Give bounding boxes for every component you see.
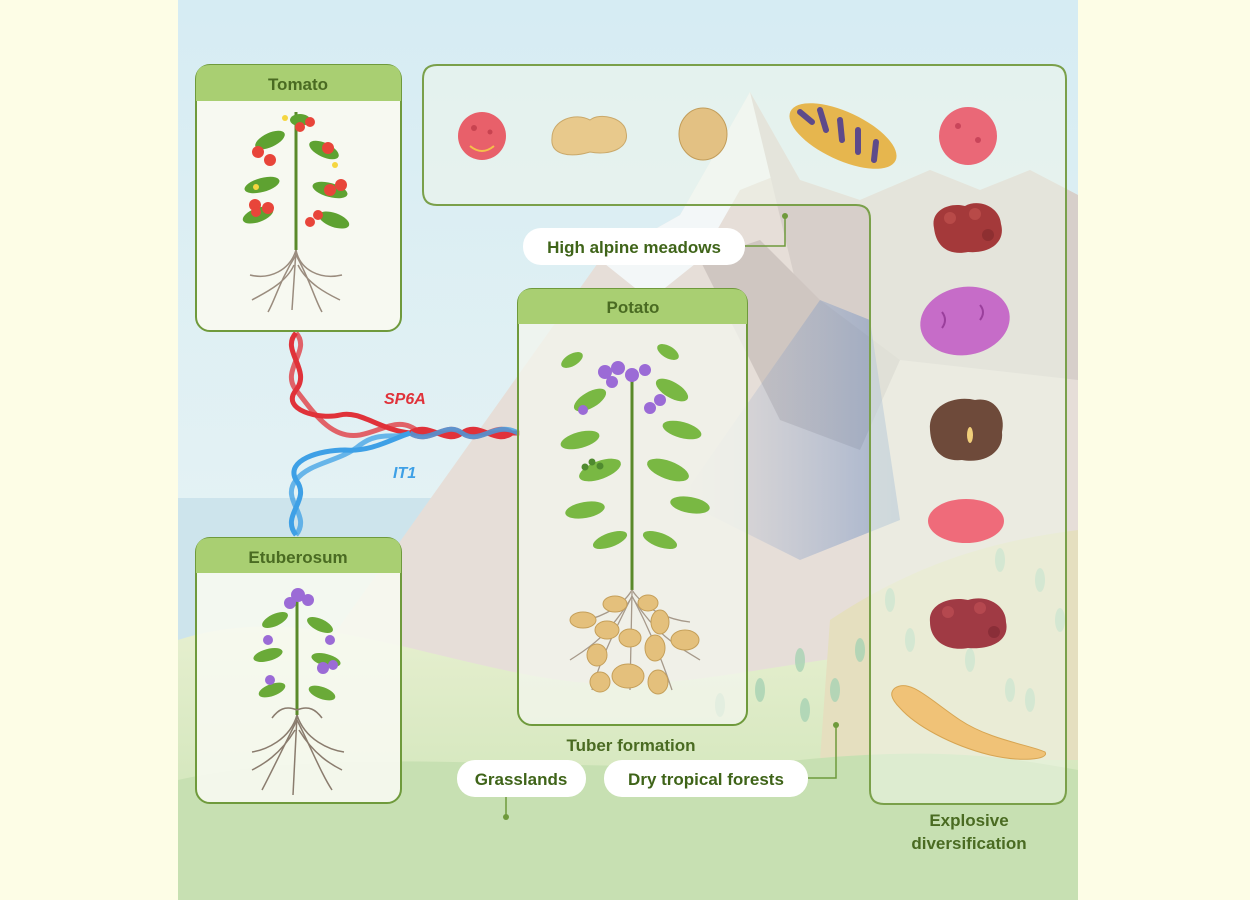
potato-panel: Potato [517,288,748,726]
alpine-habitat-text: High alpine meadows [547,238,721,257]
explosive-diversification-label-line2: diversification [911,834,1026,853]
tuber-pink-flat [928,499,1004,543]
tuber-beige-lumpy [551,116,627,156]
dry-forests-habitat-label: Dry tropical forests [604,722,839,797]
etuberosum-plant-illustration [251,588,345,796]
tuber-red-round [458,112,506,160]
tuber-beige-oval [678,107,728,161]
tuber-purple-oval [920,286,1010,356]
potato-plant-illustration [560,344,710,695]
tuber-yellow-long [891,685,1046,760]
grasslands-habitat-text: Grasslands [475,770,568,789]
tuber-striped-purple-yellow [789,103,897,169]
grasslands-habitat-label: Grasslands [457,760,586,820]
tuber-dark-red-knobby [933,203,1002,253]
etuberosum-panel: Etuberosum [195,537,402,804]
dry-forests-habitat-text: Dry tropical forests [628,770,784,789]
alpine-habitat-label: High alpine meadows [523,213,788,265]
tuber-red-knobby [929,598,1007,649]
it1-label: IT1 [393,465,416,482]
tuber-brown-oval [929,398,1003,461]
tuber-varieties [458,103,1046,760]
sp6a-label: SP6A [384,391,426,408]
it1-helix [288,426,520,537]
explosive-diversification-label-line1: Explosive [929,811,1008,830]
diversification-frame [422,64,1067,805]
tomato-plant-illustration [242,112,350,313]
tuber-formation-label: Tuber formation [566,736,695,755]
etuberosum-title: Etuberosum [248,548,347,567]
tomato-title: Tomato [268,75,328,94]
potato-title: Potato [607,298,660,317]
tuber-pink-round [939,107,997,165]
tomato-panel: Tomato [195,64,402,332]
